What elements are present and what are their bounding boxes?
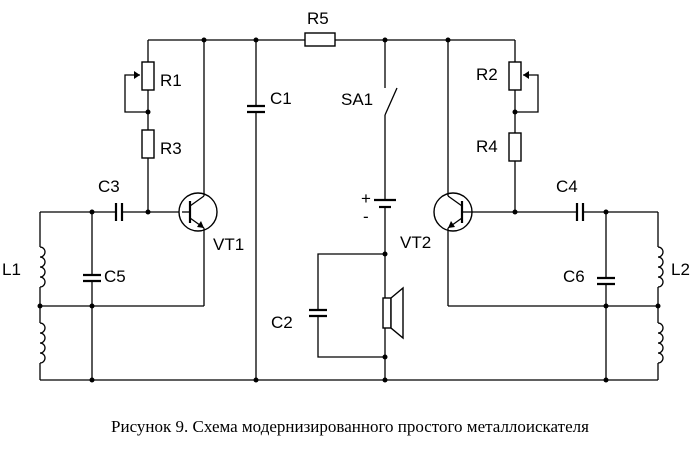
label-r3: R3	[160, 139, 182, 158]
label-c5: C5	[104, 267, 126, 286]
capacitor-c4	[470, 203, 658, 221]
label-c1: C1	[270, 89, 292, 108]
battery	[374, 198, 396, 298]
label-c3: C3	[98, 177, 120, 196]
label-minus: -	[363, 207, 369, 226]
right-bias-branch	[514, 40, 539, 212]
capacitor-c2	[309, 253, 385, 358]
resistor-r5	[304, 32, 336, 47]
resistor-r4	[508, 132, 522, 162]
resistor-r2	[508, 61, 529, 91]
speaker	[382, 286, 404, 380]
capacitor-c1	[247, 40, 265, 380]
resistor-r1	[134, 61, 155, 91]
label-sa1: SA1	[341, 90, 373, 109]
inductor-l2	[448, 212, 664, 380]
label-c4: C4	[556, 177, 578, 196]
transistor-vt1	[178, 40, 218, 306]
label-r2: R2	[476, 65, 498, 84]
label-l2: L2	[671, 260, 690, 279]
label-l1: L1	[2, 260, 21, 279]
capacitor-c6	[597, 212, 615, 380]
switch-sa1	[384, 40, 398, 200]
label-c6: C6	[563, 267, 585, 286]
inductor-l1	[39, 212, 204, 380]
label-plus: +	[361, 189, 371, 208]
label-r1: R1	[160, 71, 182, 90]
capacitor-c5	[83, 212, 101, 380]
transistor-vt2	[433, 40, 473, 306]
junction-dots	[37, 37, 661, 383]
label-vt1: VT1	[213, 235, 244, 254]
label-r4: R4	[476, 137, 498, 156]
label-vt2: VT2	[400, 233, 431, 252]
figure-caption: Рисунок 9. Схема модернизированного прос…	[111, 417, 589, 436]
resistor-r3	[141, 129, 155, 159]
label-c2: C2	[271, 313, 293, 332]
label-r5: R5	[307, 9, 329, 28]
capacitor-c3	[40, 203, 182, 221]
